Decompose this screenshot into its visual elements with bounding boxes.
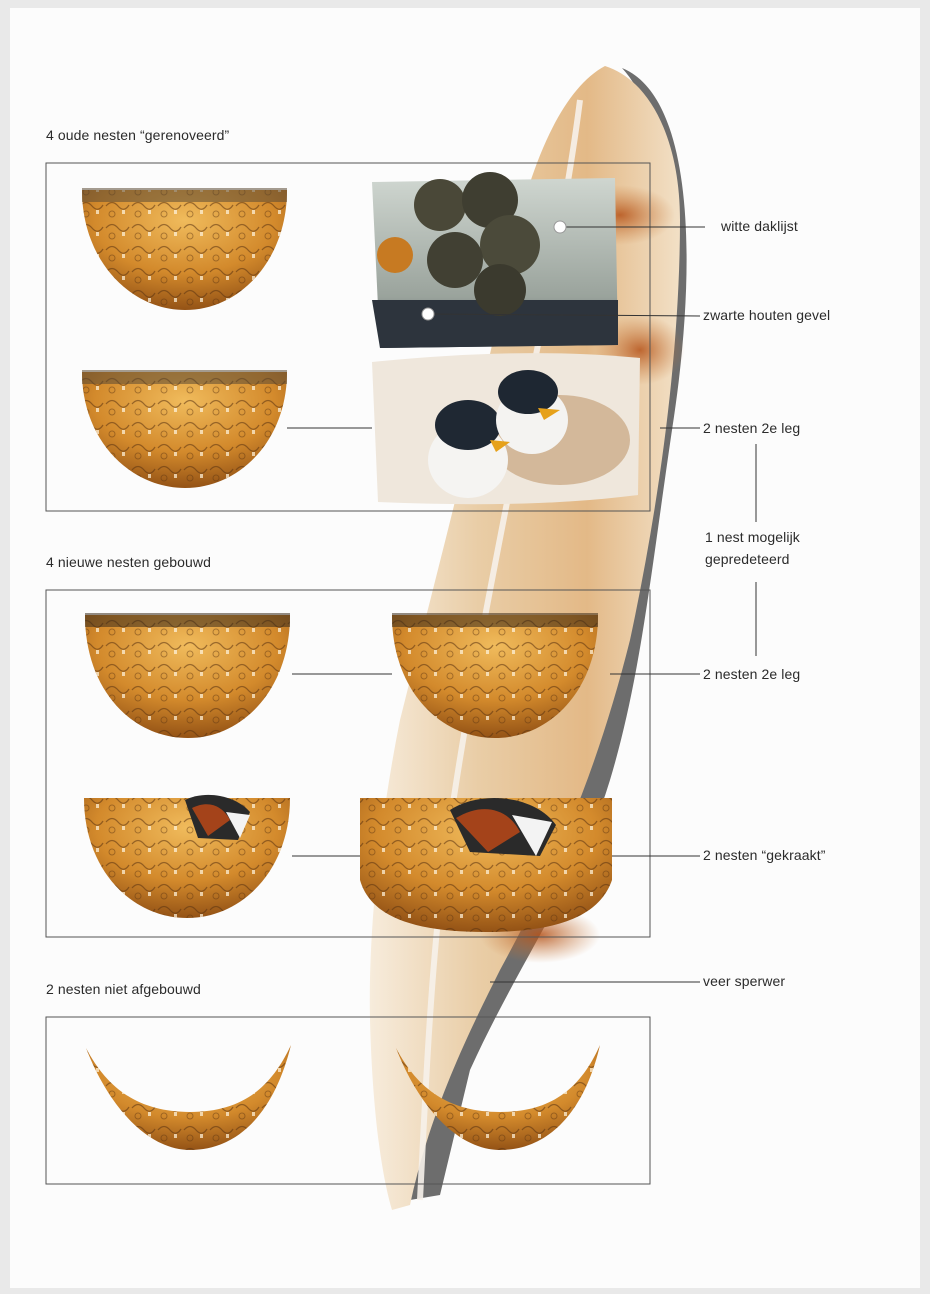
- marker-dot: [422, 308, 434, 320]
- nest-new-1: [85, 613, 290, 738]
- annotation-zwarte-houten-gevel: zwarte houten gevel: [703, 307, 830, 323]
- nest-old-1: [82, 188, 287, 310]
- section-title-unfinished-nests: 2 nesten niet afgebouwd: [46, 981, 201, 997]
- annotation-nesten-gekraakt: 2 nesten “gekraakt”: [703, 847, 826, 863]
- annotation-nest-predated-line1: 1 nest mogelijk: [705, 526, 800, 548]
- annotation-nest-predated: 1 nest mogelijk gepredeteerd: [705, 526, 800, 570]
- annotation-veer-sperwer: veer sperwer: [703, 973, 785, 989]
- nest-old-2: [82, 370, 287, 488]
- marker-dot: [554, 221, 566, 233]
- section-title-old-nests: 4 oude nesten “gerenoveerd”: [46, 127, 229, 143]
- annotation-nesten-2e-leg-bottom: 2 nesten 2e leg: [703, 666, 800, 682]
- annotation-nest-predated-line2: gepredeteerd: [705, 548, 800, 570]
- photo-eave-nests: [372, 172, 618, 348]
- photo-swallow-chicks: [372, 353, 640, 504]
- nest-cracked-1: [84, 795, 290, 918]
- section-title-new-nests: 4 nieuwe nesten gebouwd: [46, 554, 211, 570]
- annotation-witte-daklijst: witte daklijst: [721, 218, 798, 234]
- annotation-nesten-2e-leg-top: 2 nesten 2e leg: [703, 420, 800, 436]
- nest-unfinished-1: [86, 1045, 291, 1150]
- nest-cracked-2: [360, 798, 612, 932]
